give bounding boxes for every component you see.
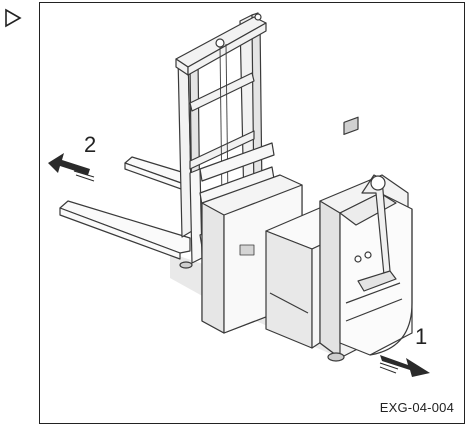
forks <box>59 156 199 260</box>
direction-label-backward: 2 <box>84 132 97 157</box>
illustration-frame: 2 1 EXG-04-004 <box>39 2 465 424</box>
arrow-forward-icon <box>379 355 430 377</box>
stacker-truck-illustration <box>59 12 413 362</box>
arrow-backward-icon <box>48 153 95 182</box>
figure-code: EXG-04-004 <box>379 400 454 415</box>
direction-label-forward: 1 <box>415 324 428 349</box>
section-marker-icon <box>4 8 22 28</box>
chassis <box>201 116 413 359</box>
